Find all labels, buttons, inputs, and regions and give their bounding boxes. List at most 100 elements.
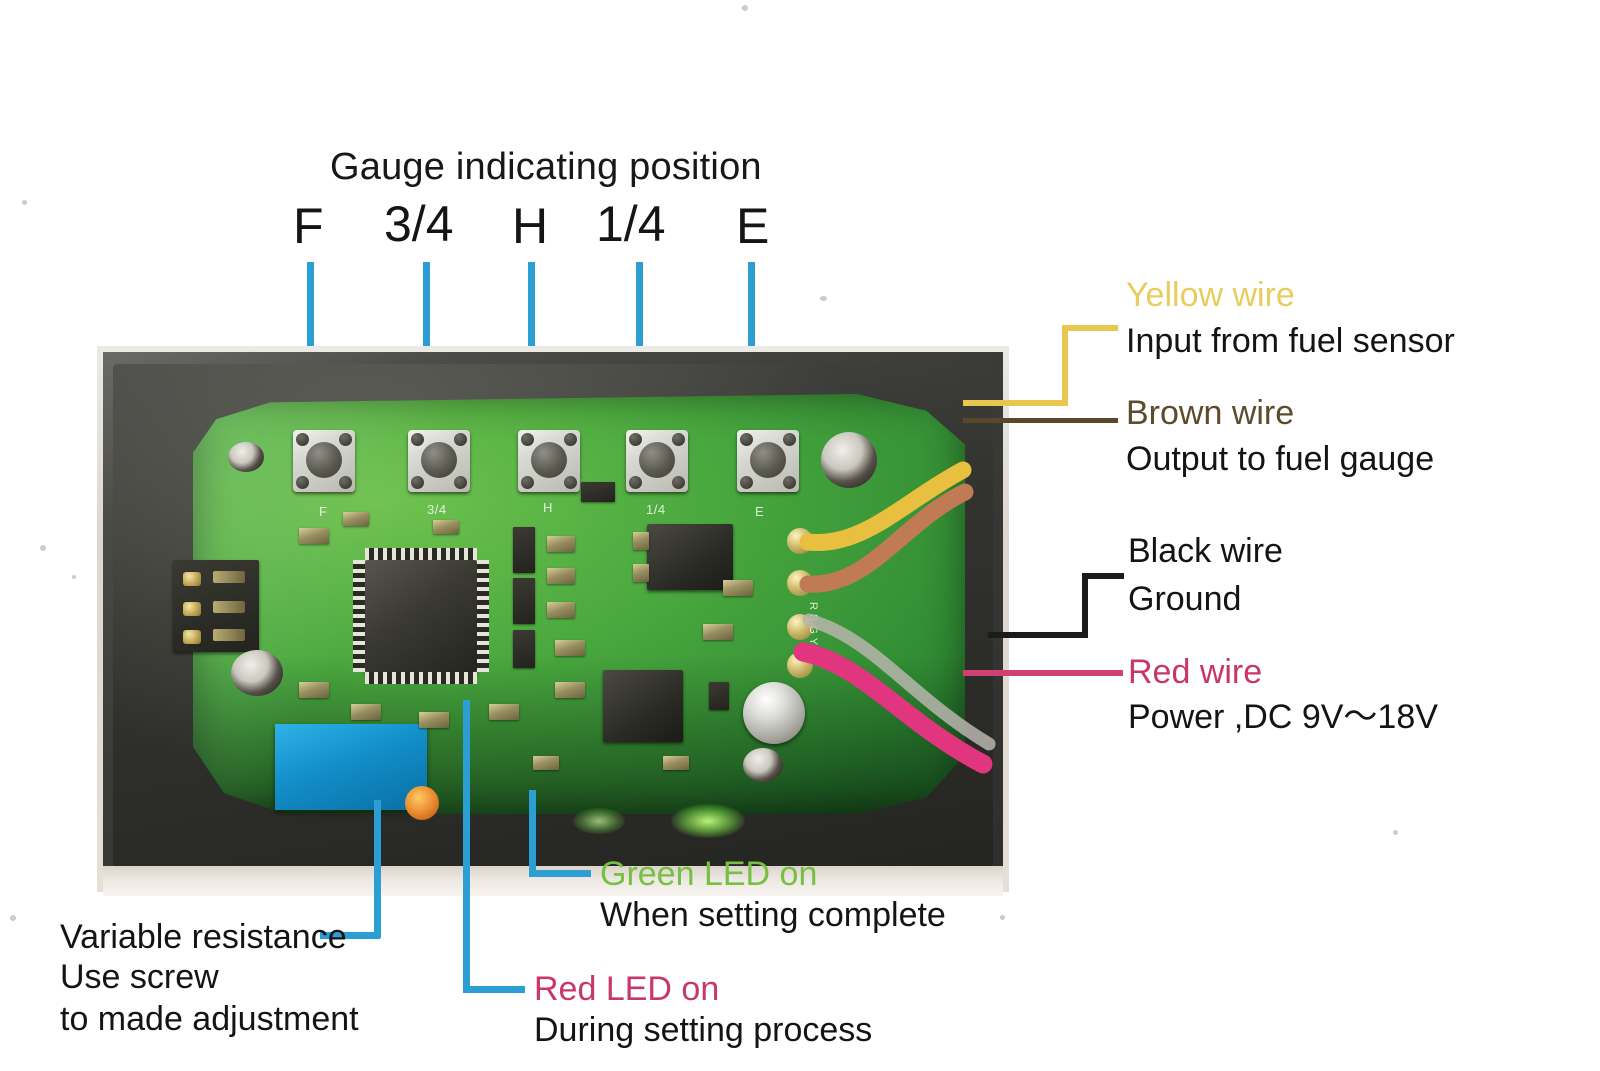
smd-resistor-a xyxy=(547,536,575,552)
green-led-glow xyxy=(671,804,745,838)
pcb-hole-bottom-right xyxy=(743,748,783,782)
smd-part xyxy=(351,704,381,720)
variable-resistance-line1: Variable resistance xyxy=(60,918,347,956)
tactile-switch-h xyxy=(518,430,580,492)
scan-speck xyxy=(1393,830,1398,835)
smd-part xyxy=(433,520,459,534)
smd-resistor-b xyxy=(547,568,575,584)
leader-red-led-vertical xyxy=(463,700,470,992)
red-wire-title: Red wire xyxy=(1128,653,1263,691)
regulator-tab-left-2 xyxy=(633,564,649,582)
variable-resistance-line3: to made adjustment xyxy=(60,1000,359,1038)
leader-line-e xyxy=(748,262,755,370)
leader-variable-resistance-vertical xyxy=(374,800,381,938)
smd-part xyxy=(419,712,449,728)
leader-black-horizontal-lower xyxy=(988,632,1088,638)
tactile-switch-f xyxy=(293,430,355,492)
leader-yellow-vertical xyxy=(1062,325,1068,406)
black-wire-title: Black wire xyxy=(1128,532,1283,570)
smd-part xyxy=(299,528,329,544)
leader-red-line xyxy=(963,670,1123,676)
silkscreen-e: E xyxy=(755,504,765,519)
scan-speck xyxy=(22,200,27,205)
leader-brown-line xyxy=(963,418,1118,423)
gauge-heading: Gauge indicating position xyxy=(330,146,762,188)
brown-wire-title: Brown wire xyxy=(1126,394,1295,432)
smd-part xyxy=(581,482,615,502)
smd-part xyxy=(555,682,585,698)
pcb-hole-bottom-left xyxy=(231,650,283,696)
qfp-pins-top xyxy=(365,548,477,560)
leader-line-three-quarter xyxy=(423,262,430,370)
leader-line-quarter xyxy=(636,262,643,370)
green-led-title: Green LED on xyxy=(600,855,818,893)
programming-header xyxy=(173,560,259,652)
leader-line-f xyxy=(307,262,314,370)
gauge-position-label-f: F xyxy=(293,198,324,254)
driver-ic xyxy=(603,670,683,742)
smd-part xyxy=(663,756,689,770)
gauge-position-label-h: H xyxy=(512,198,549,254)
qfp-pins-right xyxy=(477,560,489,672)
variable-resistor-trimmer xyxy=(275,724,439,820)
pcb-hole-top-left xyxy=(228,442,264,472)
gauge-position-label-quarter: 1/4 xyxy=(596,196,666,252)
green-led-glow-secondary xyxy=(573,808,625,834)
leader-yellow-horizontal-lower xyxy=(963,400,1068,406)
gauge-position-label-e: E xyxy=(736,198,770,254)
smd-part xyxy=(555,640,585,656)
variable-resistance-line2: Use screw xyxy=(60,958,219,996)
yellow-wire-title: Yellow wire xyxy=(1126,276,1295,314)
tactile-switch-quarter xyxy=(626,430,688,492)
silkscreen-f: F xyxy=(319,504,328,519)
trimmer-adjust-screw xyxy=(405,786,439,820)
smd-part xyxy=(343,512,369,526)
smd-part xyxy=(723,580,753,596)
silkscreen-three-quarter: 3/4 xyxy=(427,502,447,517)
smd-part xyxy=(299,682,329,698)
leader-black-vertical xyxy=(1082,573,1088,638)
leader-black-horizontal-upper xyxy=(1082,573,1124,579)
qfp-pins-left xyxy=(353,560,365,672)
voltage-regulator-ic xyxy=(647,524,733,590)
red-wire-description: Power ,DC 9V～18V xyxy=(1128,698,1438,736)
scan-speck xyxy=(820,296,827,301)
smd-resistor-array-2 xyxy=(513,578,535,624)
brown-wire-description: Output to fuel gauge xyxy=(1126,440,1435,478)
smd-resistor-c xyxy=(547,602,575,618)
smd-part xyxy=(703,624,733,640)
red-led-title: Red LED on xyxy=(534,970,720,1008)
leader-line-h xyxy=(528,262,535,370)
leader-yellow-horizontal-upper xyxy=(1062,325,1118,331)
yellow-wire-description: Input from fuel sensor xyxy=(1126,322,1455,360)
smd-resistor-array-1 xyxy=(513,527,535,573)
qfp-pins-bottom xyxy=(365,672,477,684)
wire-brown xyxy=(799,483,974,593)
microcontroller-qfp xyxy=(365,560,477,672)
pcb-hole-top-right xyxy=(821,432,877,488)
wire-black-sheath xyxy=(802,613,996,751)
green-led-description: When setting complete xyxy=(600,896,946,934)
tactile-switch-e xyxy=(737,430,799,492)
leader-variable-resistance-horizontal xyxy=(320,932,380,939)
tactile-switch-three-quarter xyxy=(408,430,470,492)
scan-speck xyxy=(742,5,748,11)
wire-red xyxy=(793,642,993,774)
smd-resistor-array-3 xyxy=(513,630,535,668)
circuit-board-photo: F 3/4 H 1/4 E xyxy=(103,352,1003,882)
wire-harness xyxy=(793,461,996,774)
silkscreen-quarter: 1/4 xyxy=(646,502,666,517)
leader-green-led-vertical xyxy=(529,790,536,876)
wire-yellow xyxy=(799,461,972,552)
regulator-tab-left xyxy=(633,532,649,550)
electrolytic-capacitor xyxy=(743,682,805,744)
silkscreen-h: H xyxy=(543,500,553,515)
red-led-description: During setting process xyxy=(534,1011,873,1049)
scan-speck xyxy=(1000,915,1005,920)
smd-part xyxy=(489,704,519,720)
leader-red-led-horizontal xyxy=(463,986,525,993)
smd-part xyxy=(533,756,559,770)
scan-speck xyxy=(10,915,16,921)
black-wire-description: Ground xyxy=(1128,580,1242,618)
